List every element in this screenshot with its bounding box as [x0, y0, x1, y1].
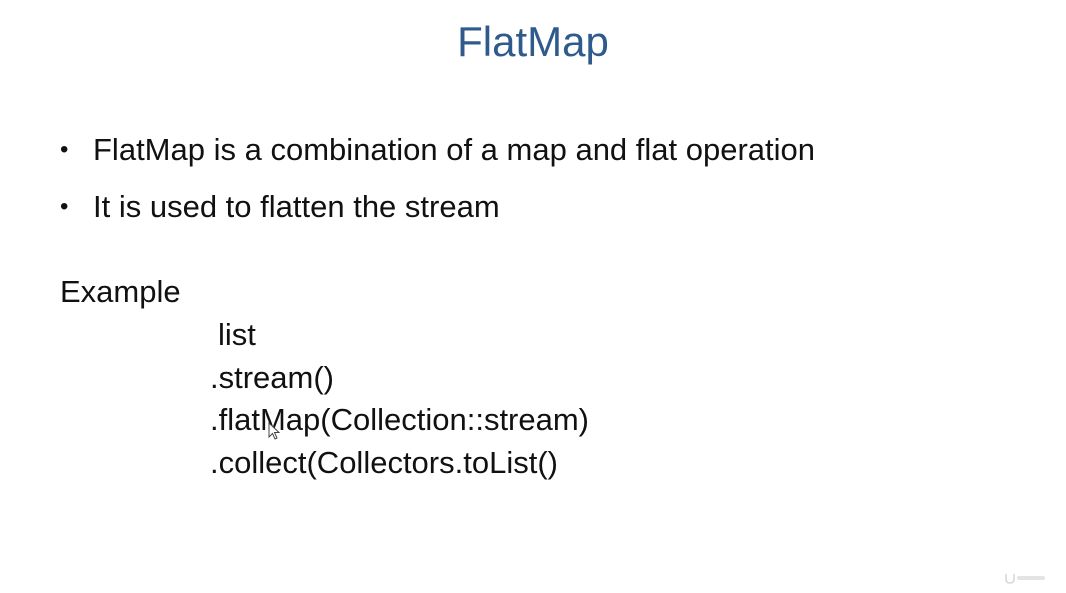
code-line: .flatMap(Collection::stream)	[210, 402, 590, 437]
code-line: .collect(Collectors.toList()	[210, 444, 558, 480]
bullet-dot: •	[60, 193, 69, 220]
bullet-text: It is used to flatten the stream	[93, 189, 500, 224]
example-label: Example	[60, 274, 181, 309]
mouse-pointer-icon	[268, 422, 280, 440]
slide-title: FlatMap	[457, 18, 609, 65]
udemy-watermark-logo	[1005, 574, 1045, 584]
code-line: list	[218, 317, 256, 352]
code-example: list .stream() .flatMap(Collection::stre…	[210, 314, 589, 484]
code-line: .stream()	[210, 359, 334, 395]
bullet-list: • FlatMap is a combination of a map and …	[58, 126, 815, 240]
bullet-dot: •	[60, 136, 69, 163]
bullet-item: • FlatMap is a combination of a map and …	[58, 126, 815, 174]
bullet-text: FlatMap is a combination of a map and fl…	[93, 132, 816, 167]
bullet-item: • It is used to flatten the stream	[58, 183, 815, 231]
